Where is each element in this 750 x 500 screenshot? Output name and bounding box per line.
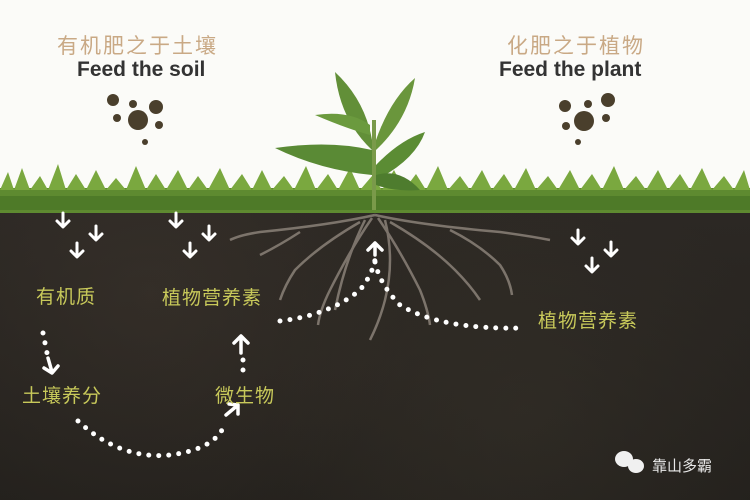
seedling-plant — [275, 72, 425, 210]
label-microbes: 微生物 — [215, 385, 276, 407]
label-organic-matter: 有机质 — [36, 286, 97, 308]
watermark-text: 靠山多霸 — [652, 457, 713, 475]
label-plant-nutrients-right: 植物营养素 — [538, 310, 639, 332]
pellets-left — [107, 94, 163, 145]
down-arrows — [55, 211, 619, 274]
plant-roots — [229, 213, 551, 341]
dotted-paths — [40, 257, 528, 459]
pellets-right — [559, 93, 615, 145]
label-plant-nutrients-left: 植物营养素 — [162, 287, 263, 309]
right-title-en: Feed the plant — [499, 58, 642, 81]
up-arrows — [42, 241, 384, 417]
right-title-cn: 化肥之于植物 — [507, 34, 645, 58]
wechat-icon — [615, 451, 644, 473]
left-title-en: Feed the soil — [77, 58, 206, 81]
left-title-cn: 有机肥之于土壤 — [57, 34, 218, 58]
label-soil-nutrients: 土壤养分 — [22, 385, 103, 407]
